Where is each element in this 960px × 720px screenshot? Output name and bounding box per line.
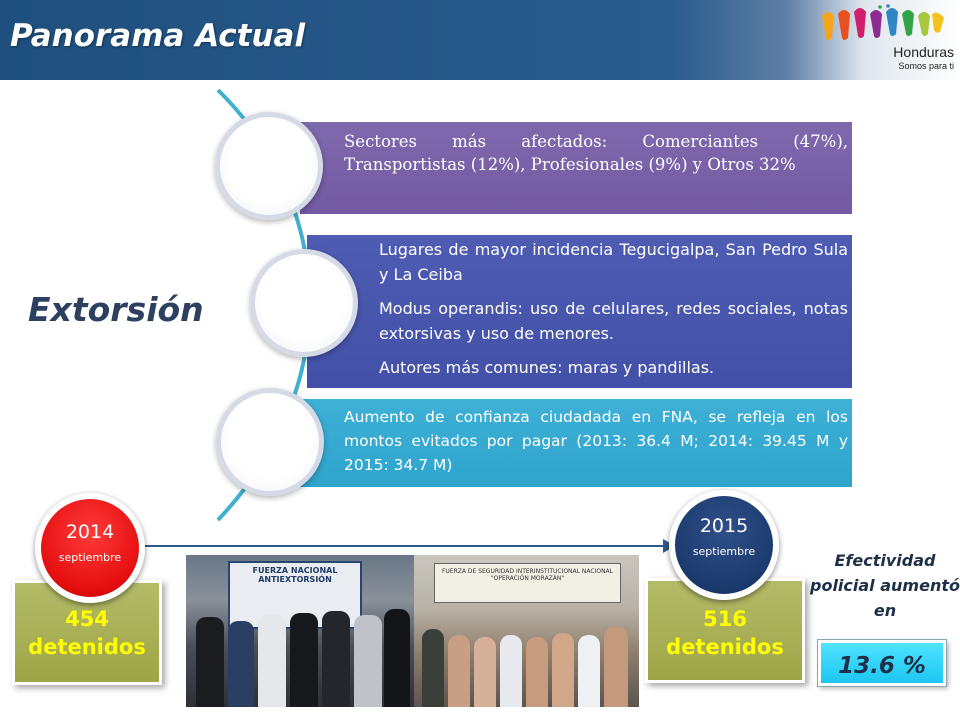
info-panel-locations: Lugares de mayor incidencia Tegucigalpa,… (307, 235, 852, 388)
photo-arrest-fna: FUERZA NACIONAL ANTIEXTORSIÓN (186, 555, 414, 707)
header-bar: Panorama Actual Honduras Somos para ti (0, 0, 960, 80)
effectiveness-label: Efectividad policial aumentó en (810, 551, 960, 620)
brand-tagline: Somos para ti (898, 61, 954, 71)
badge-month-2014: septiembre (58, 551, 122, 564)
badge-2014: 2014 septiembre (35, 493, 145, 603)
timeline-line (145, 545, 665, 547)
panel-text-locations: Lugares de mayor incidencia Tegucigalpa,… (379, 240, 848, 284)
panel-text-authors: Autores más comunes: maras y pandillas. (379, 358, 715, 377)
photo-figure (500, 635, 522, 707)
bullet-circle-2 (250, 249, 358, 357)
photo-figure (422, 629, 444, 707)
photo-figure (322, 611, 350, 707)
photo-figure (354, 615, 382, 707)
brand-name: Honduras (893, 44, 954, 60)
photo-figure (448, 635, 470, 707)
badge-month-2015: septiembre (692, 545, 756, 558)
photo-sign-fna-text: FUERZA NACIONAL ANTIEXTORSIÓN (252, 566, 338, 584)
photo-figure (526, 637, 548, 707)
photo-figure (258, 615, 286, 707)
badge-year-2015: 2015 (699, 515, 749, 537)
count-unit-2015: detenidos (666, 635, 784, 659)
photo-figure (604, 627, 628, 707)
panel-text-sectors: Sectores más afectados: Comerciantes (47… (344, 132, 848, 174)
panel-text-confidence: Aumento de confianza ciudadada en FNA, s… (344, 408, 848, 474)
photo-figure (384, 609, 410, 707)
badge-2015: 2015 septiembre (669, 490, 779, 600)
bullet-circle-3 (216, 388, 324, 496)
photo-figure (196, 617, 224, 707)
count-unit-2014: detenidos (28, 635, 146, 659)
bullet-circle-1 (215, 112, 323, 220)
honduras-logo-icon (822, 4, 944, 40)
photo-figure (228, 621, 254, 707)
info-panel-confidence: Aumento de confianza ciudadada en FNA, s… (300, 399, 852, 487)
photo-figure (290, 613, 318, 707)
brand-text: Honduras Somos para ti (893, 44, 954, 71)
photo-arrest-operation: FUERZA DE SEGURIDAD INTERINSTITUCIONAL N… (414, 555, 639, 707)
badge-year-2014: 2014 (65, 521, 115, 543)
count-box-2015: 516 detenidos (645, 578, 805, 683)
info-panel-sectors: Sectores más afectados: Comerciantes (47… (300, 122, 852, 214)
photo-sign-operation: FUERZA DE SEGURIDAD INTERINSTITUCIONAL N… (434, 563, 621, 603)
panel-text-modus: Modus operandis: uso de celulares, redes… (379, 299, 848, 343)
count-value-2015: 516 (703, 607, 747, 631)
effectiveness-value: 13.6 % (817, 639, 947, 687)
photo-sign-operation-text: FUERZA DE SEGURIDAD INTERINSTITUCIONAL N… (441, 568, 614, 582)
photo-figure (578, 635, 600, 707)
topic-heading: Extorsión (28, 290, 204, 329)
page-title: Panorama Actual (10, 18, 306, 54)
photo-figure (474, 637, 496, 707)
photo-figure (552, 633, 574, 707)
count-value-2014: 454 (65, 607, 109, 631)
